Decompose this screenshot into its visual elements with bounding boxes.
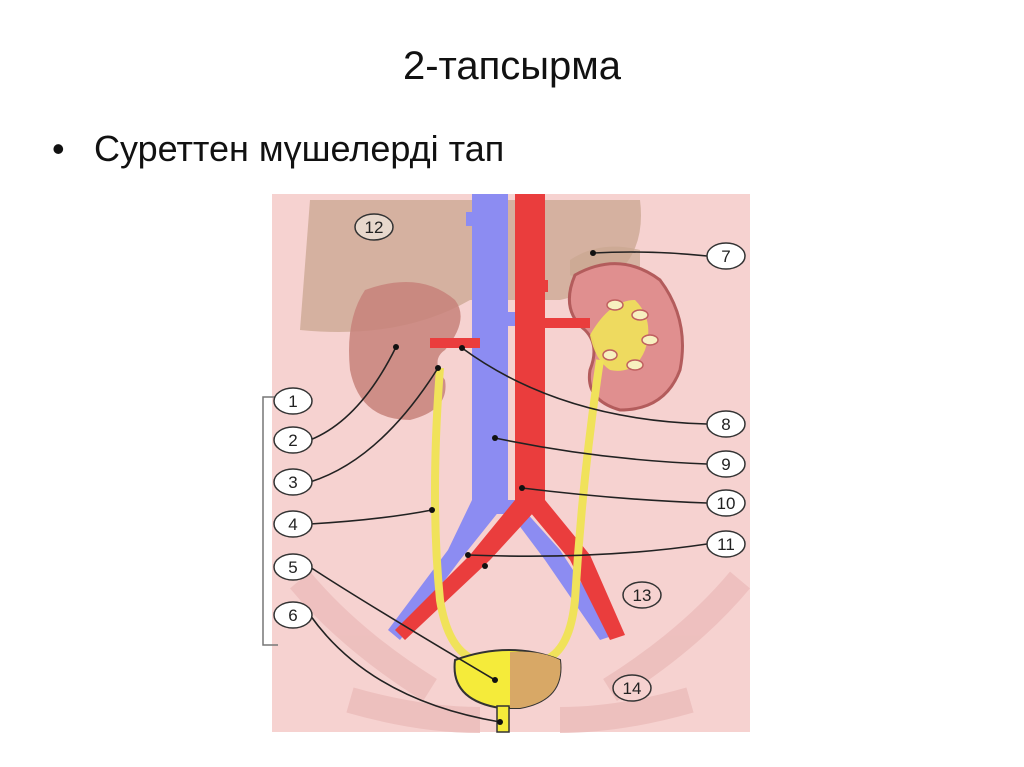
label-13: 13: [622, 581, 662, 609]
svg-text:9: 9: [721, 455, 730, 474]
label-11: 11: [706, 530, 746, 558]
left-ureter: [431, 367, 477, 664]
bladder-section: [510, 651, 561, 708]
vena-cava: [388, 194, 615, 640]
slide-title: 2-тапсырма: [402, 44, 622, 88]
urethra: [496, 705, 510, 733]
leader-lines: [309, 251, 708, 723]
svg-text:2: 2: [288, 431, 297, 450]
label-bracket: [262, 396, 278, 646]
svg-text:4: 4: [288, 515, 297, 534]
svg-text:13: 13: [633, 586, 652, 605]
label-12: 12: [354, 213, 394, 241]
aorta: [395, 194, 625, 640]
bullet-text: Суреттен мүшелерді тап: [94, 128, 505, 169]
svg-text:3: 3: [288, 473, 297, 492]
label-7: 7: [706, 242, 746, 270]
left-kidney: [349, 282, 461, 420]
bullet-item: • Суреттен мүшелерді тап: [52, 128, 504, 170]
bullet-dot: •: [52, 128, 65, 169]
label-5: 5: [273, 553, 313, 581]
leader-dots: [393, 250, 596, 725]
label-9: 9: [706, 450, 746, 478]
svg-text:11: 11: [717, 535, 735, 554]
svg-text:1: 1: [288, 392, 297, 411]
label-3: 3: [273, 468, 313, 496]
label-4: 4: [273, 510, 313, 538]
label-10: 10: [706, 489, 746, 517]
svg-text:8: 8: [721, 415, 730, 434]
svg-text:6: 6: [288, 606, 297, 625]
label-1: 1: [273, 387, 313, 415]
svg-text:7: 7: [721, 247, 730, 266]
label-2: 2: [273, 426, 313, 454]
svg-text:14: 14: [623, 679, 642, 698]
svg-text:10: 10: [717, 494, 736, 513]
svg-text:5: 5: [288, 558, 297, 577]
svg-text:12: 12: [365, 218, 384, 237]
label-8: 8: [706, 410, 746, 438]
kidney-pyramids: [602, 299, 659, 371]
label-6: 6: [273, 601, 313, 629]
right-ureter: [543, 359, 604, 664]
label-14: 14: [612, 674, 652, 702]
